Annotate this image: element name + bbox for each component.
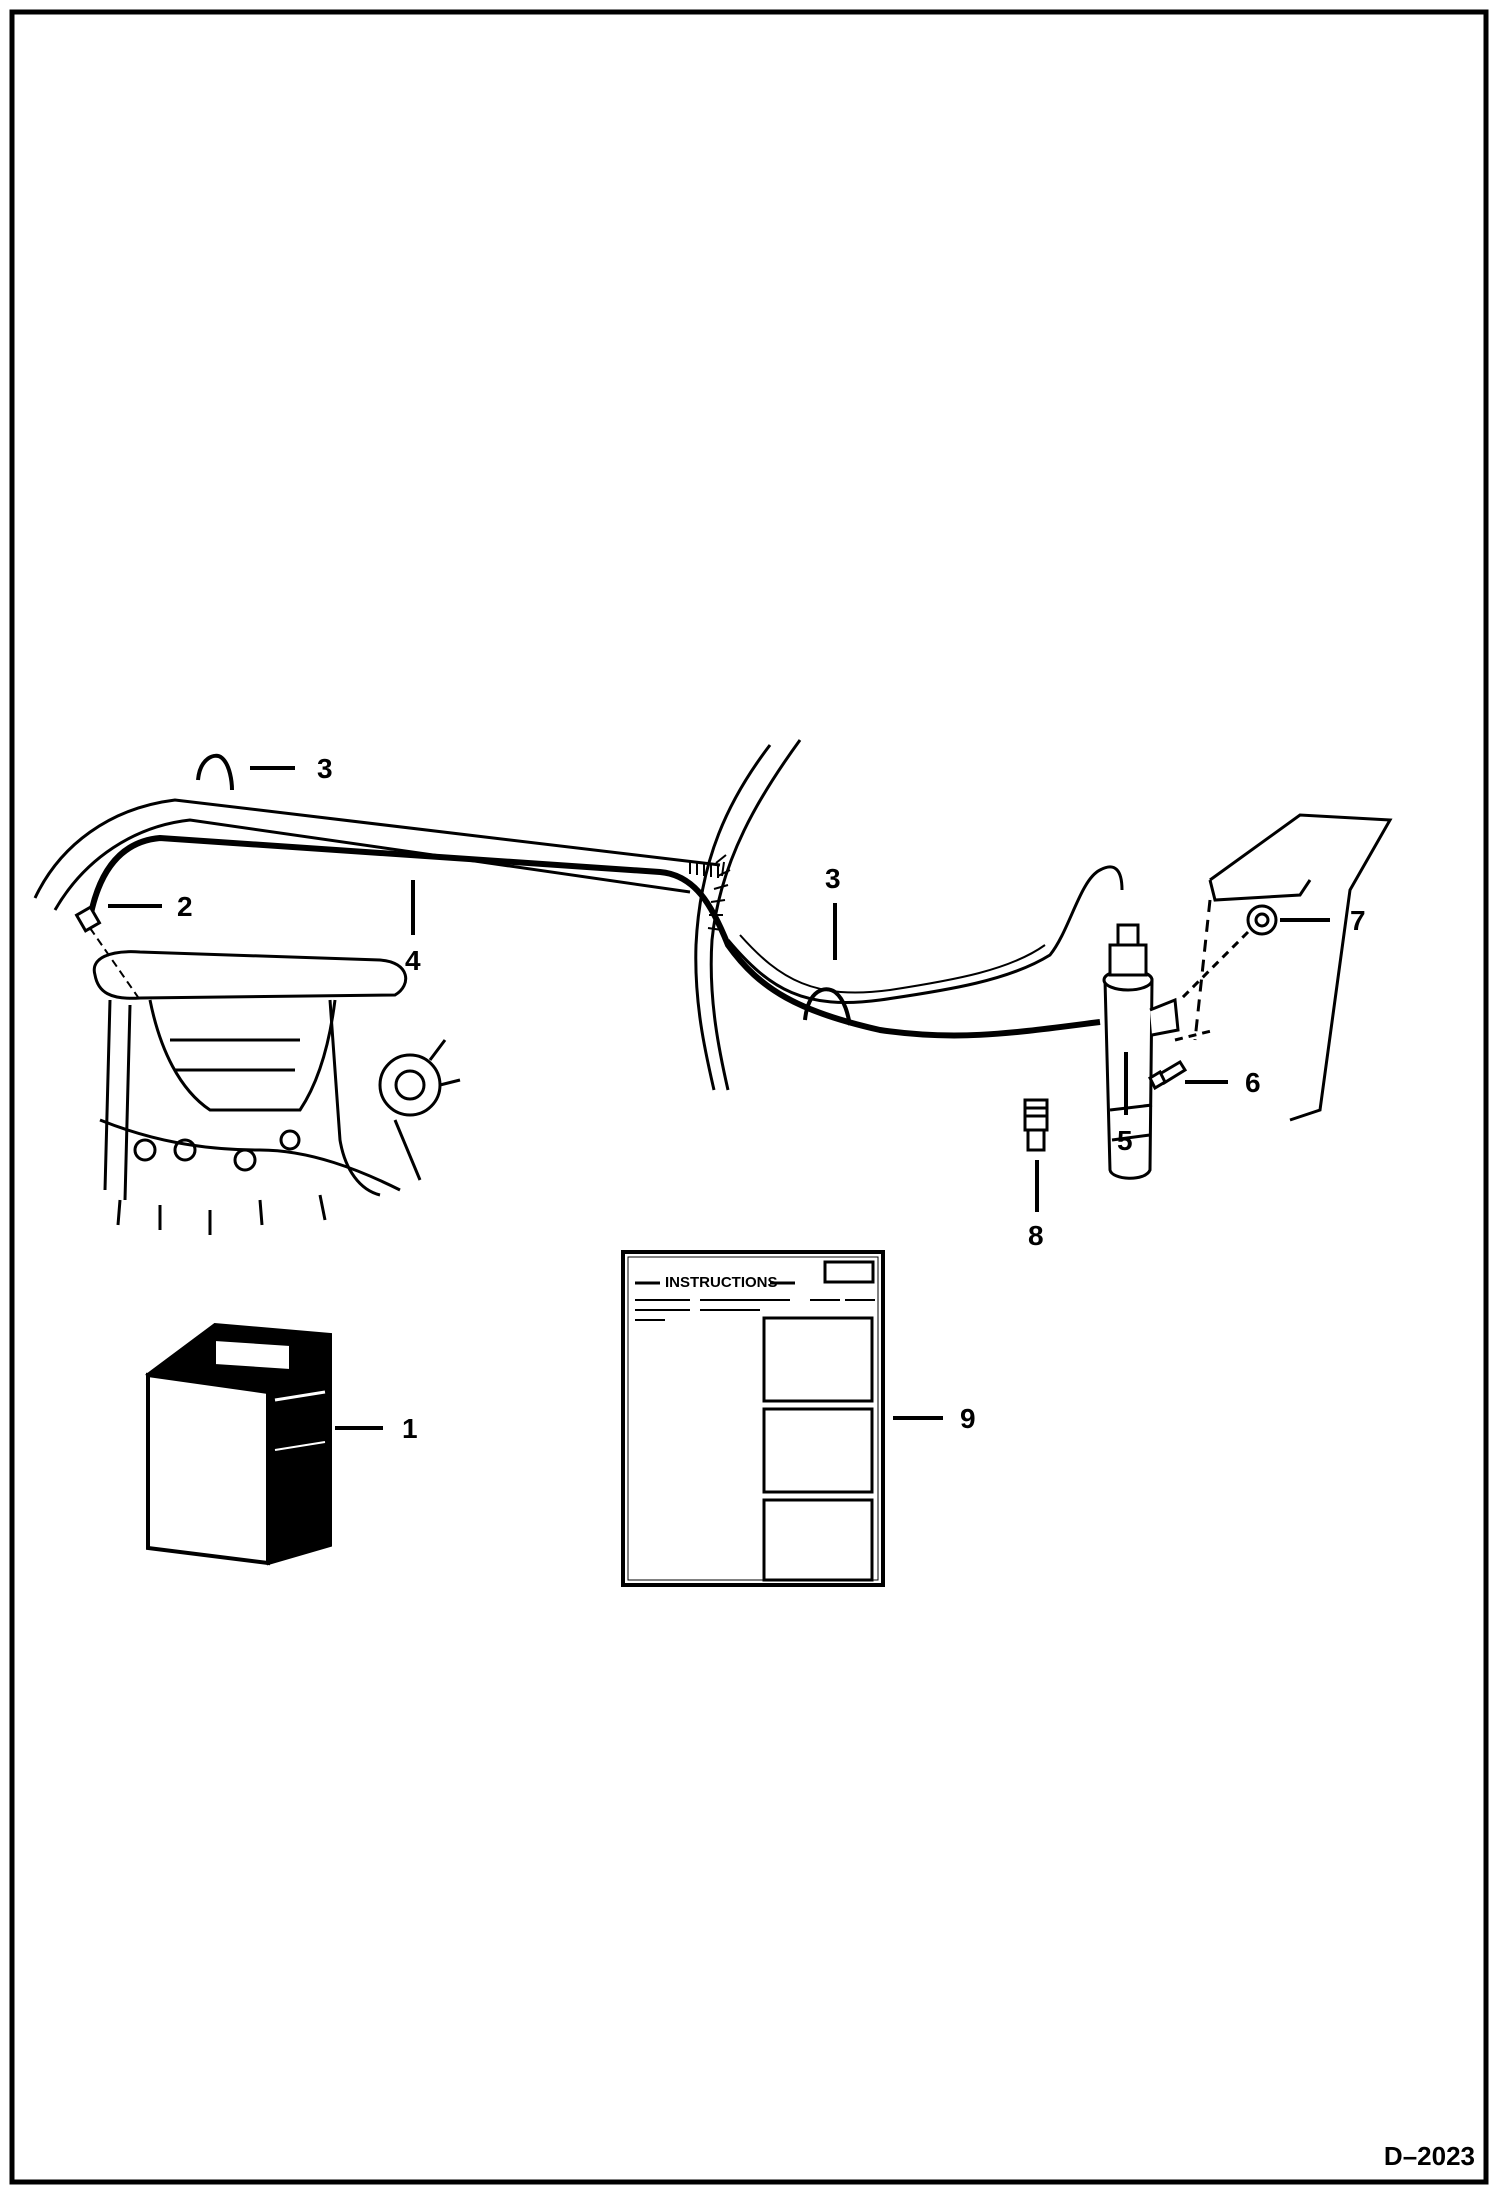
figure-id: D–2023 [1384,2141,1475,2171]
callout-1: 1 [402,1413,418,1444]
washer-fluid-box-item-1 [145,1322,332,1566]
hose-assembly [85,834,1124,1039]
callout-5: 5 [1117,1125,1133,1156]
callout-leaders [108,766,1330,1430]
callout-9: 9 [960,1403,976,1434]
callout-4: 4 [405,945,421,976]
washer-reservoir-item-5 [1102,923,1180,1180]
nozzle-item-8 [1023,1098,1049,1152]
callout-7: 7 [1350,905,1366,936]
side-panel [1174,813,1393,1122]
instruction-sheet-item-9: INSTRUCTIONS [621,1250,885,1587]
engine-illustration [92,950,461,1235]
callout-6: 6 [1245,1067,1261,1098]
bolt-item-6 [1148,1059,1188,1091]
callout-8: 8 [1028,1220,1044,1251]
callout-3a: 3 [317,753,333,784]
fitting-leader-dashed [89,927,141,1001]
instructions-heading: INSTRUCTIONS [665,1274,778,1291]
callout-2: 2 [177,891,193,922]
hose-grommet-marks [689,854,731,931]
hose-clamp-item-3a [196,753,234,791]
fitting-item-2 [74,905,102,933]
diagram-border [9,9,1489,2185]
callout-3b: 3 [825,863,841,894]
hose-clamp-item-3b [803,987,852,1026]
cab-frame-outline [33,739,802,1091]
